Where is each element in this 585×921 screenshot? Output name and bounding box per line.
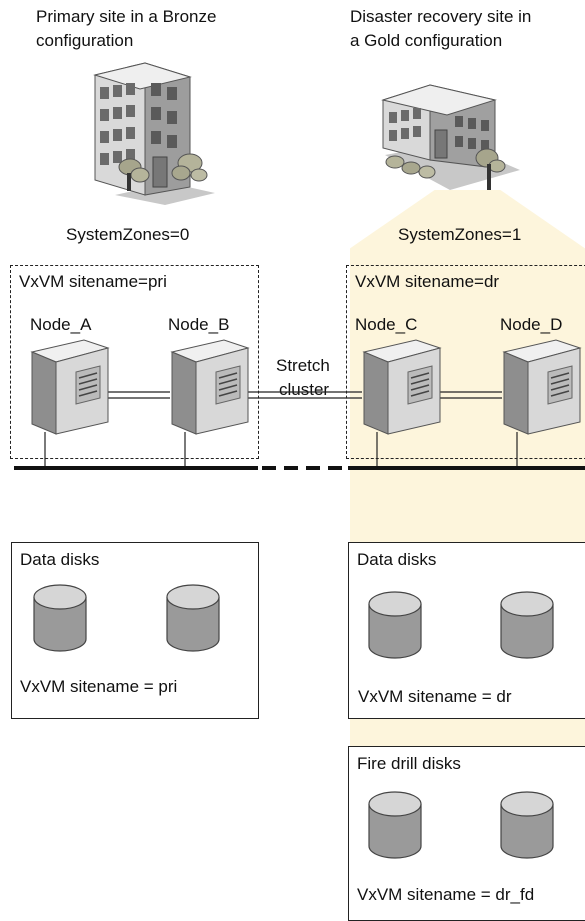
dr-site-title-line1: Disaster recovery site in — [350, 7, 532, 26]
disk-icon — [33, 584, 87, 652]
primary-building-icon — [93, 62, 215, 205]
primary-data-disks-title: Data disks — [20, 550, 100, 569]
primary-site-box — [10, 265, 259, 459]
primary-site-title-line1: Primary site in a Bronze — [36, 7, 217, 26]
disk-icon — [368, 791, 422, 859]
node-b-label: Node_B — [168, 315, 230, 334]
stretch-cluster-label-line2: cluster — [279, 380, 330, 399]
dr-systemzones-label: SystemZones=1 — [398, 225, 522, 244]
dr-data-disks-sitename: VxVM sitename = dr — [358, 687, 512, 706]
node-d-label: Node_D — [500, 315, 563, 334]
primary-vxvm-sitename: VxVM sitename=pri — [19, 272, 167, 291]
fire-drill-disks-sitename: VxVM sitename = dr_fd — [357, 885, 535, 904]
stretch-cluster-label-line1: Stretch — [276, 356, 330, 375]
node-b-server-icon — [170, 339, 250, 435]
primary-data-disks-sitename: VxVM sitename = pri — [20, 677, 178, 696]
node-c-label: Node_C — [355, 315, 418, 334]
primary-site-title-line2: configuration — [36, 31, 134, 50]
disk-icon — [368, 591, 422, 659]
disk-icon — [500, 791, 554, 859]
dr-vxvm-sitename: VxVM sitename=dr — [355, 272, 500, 291]
node-c-server-icon — [362, 339, 442, 435]
dr-site-box — [346, 265, 585, 459]
dr-data-disks-title: Data disks — [357, 550, 437, 569]
primary-systemzones-label: SystemZones=0 — [66, 225, 190, 244]
node-d-server-icon — [502, 339, 582, 435]
fire-drill-disks-title: Fire drill disks — [357, 754, 461, 773]
dr-building-icon — [381, 84, 520, 190]
disk-icon — [500, 591, 554, 659]
dr-site-title-line2: a Gold configuration — [350, 31, 503, 50]
disk-icon — [166, 584, 220, 652]
node-a-label: Node_A — [30, 315, 92, 334]
node-a-server-icon — [30, 339, 110, 435]
